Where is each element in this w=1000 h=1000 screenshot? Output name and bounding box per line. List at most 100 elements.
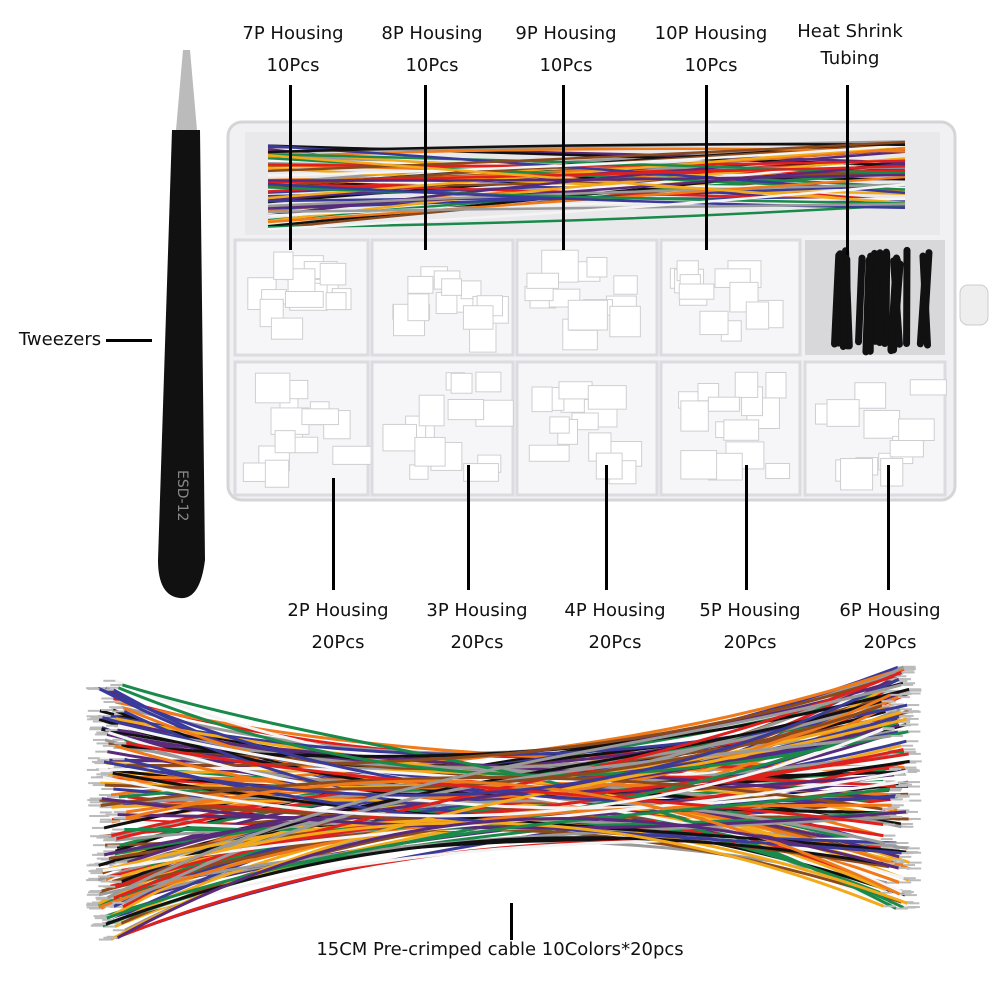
housing-connector <box>840 458 874 491</box>
housing-connector <box>765 462 791 480</box>
cable-wire <box>117 686 909 777</box>
pre-crimped-cables <box>86 665 922 941</box>
housing-connector <box>254 372 291 404</box>
housing-connector <box>264 459 290 488</box>
housing-connector <box>270 317 304 340</box>
housing-connector <box>284 291 324 308</box>
housing-connector <box>549 416 570 434</box>
cable-wire <box>103 677 900 797</box>
housing-connector <box>526 272 559 289</box>
cable-wire <box>125 741 884 827</box>
housing-connector <box>613 275 638 295</box>
housing-connector <box>863 409 901 439</box>
wire <box>267 153 906 175</box>
wire <box>267 183 906 208</box>
heat-shrink-tube <box>831 251 843 348</box>
housing-connector <box>826 399 860 427</box>
housing-connector <box>707 396 740 412</box>
housing-connector <box>586 256 608 278</box>
housing-connector <box>418 394 445 427</box>
cable-wire <box>126 674 895 767</box>
cable-wire <box>107 731 899 810</box>
pointer-line <box>605 465 608 590</box>
housing-connector <box>407 275 434 294</box>
pointer-line <box>106 339 152 342</box>
cable-wire <box>125 779 901 896</box>
housing-connector <box>678 283 715 300</box>
housing-connector <box>745 301 770 330</box>
housing-connector <box>407 293 430 322</box>
housing-connector <box>441 278 463 296</box>
housing-connector <box>332 445 372 465</box>
pointer-line <box>289 85 292 250</box>
housing-connector <box>587 385 627 410</box>
tweezers-marking: ESD-12 <box>174 470 190 521</box>
heat-shrink-tube <box>855 254 866 346</box>
cable-wire <box>114 693 891 800</box>
heat-shrink-tube <box>840 260 849 346</box>
cable-wire <box>116 816 900 940</box>
housing-connector <box>463 463 499 482</box>
wire <box>267 202 906 214</box>
wire <box>267 140 906 173</box>
housing-connector <box>734 371 759 398</box>
pointer-line <box>510 903 513 940</box>
pointer-line <box>467 465 470 590</box>
cable-wire <box>106 683 902 900</box>
housing-connector <box>274 430 296 454</box>
housing-connector <box>898 418 935 442</box>
housing-connector <box>854 382 887 409</box>
housing-connector <box>567 299 608 331</box>
pointer-line <box>846 85 849 255</box>
housing-connector <box>319 262 347 286</box>
wire <box>267 159 906 168</box>
housing-connector <box>382 423 417 452</box>
housing-connector <box>528 444 570 462</box>
housing-connector <box>414 436 446 467</box>
housing-connector <box>301 408 339 426</box>
housing-connector <box>680 450 718 480</box>
housing-connector <box>723 419 760 441</box>
wire <box>267 162 906 210</box>
wire <box>267 147 906 158</box>
housing-connector <box>558 381 593 400</box>
tweezers: ESD-12 <box>158 50 205 599</box>
cable-wire <box>106 787 891 920</box>
housing-connector <box>409 464 429 480</box>
pointer-line <box>705 85 708 250</box>
label-tweezers: Tweezers <box>18 329 102 350</box>
cable-wire <box>103 726 883 857</box>
wire <box>267 203 906 229</box>
wire <box>267 142 906 154</box>
heat-shrink-tube <box>870 260 884 344</box>
housing-connector <box>273 251 294 280</box>
label-cable: 15CM Pre-crimped cable 10Colors*20pcs <box>316 939 684 960</box>
housing-connector <box>325 292 347 311</box>
component-box <box>226 120 989 502</box>
cable-wire <box>121 683 897 910</box>
housing-connector <box>889 439 924 458</box>
cable-wire <box>98 803 892 909</box>
cable-wire <box>102 727 884 818</box>
housing-connector <box>447 399 485 421</box>
housing-connector <box>680 400 709 432</box>
housing-connector <box>595 452 623 480</box>
housing-connector <box>880 457 904 487</box>
pointer-line <box>332 478 335 590</box>
heat-shrink-tube <box>916 257 930 348</box>
housing-connector <box>462 305 494 330</box>
pointer-line <box>424 85 427 250</box>
housing-connector <box>531 386 553 413</box>
heat-shrink-tube <box>890 257 903 348</box>
housing-connector <box>909 379 947 396</box>
